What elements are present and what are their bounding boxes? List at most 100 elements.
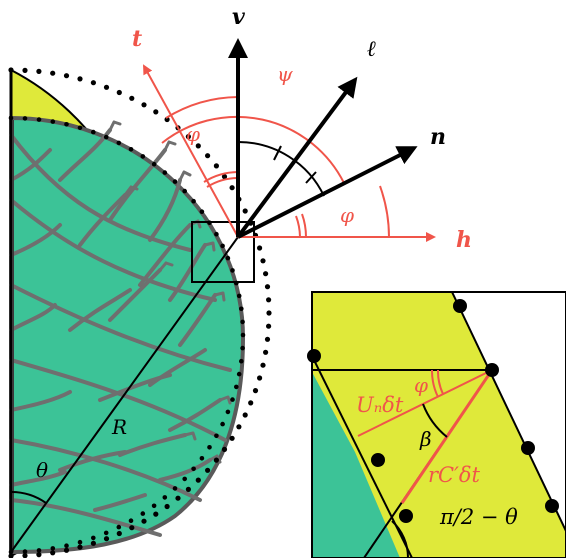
outer-front-nodes [8,67,272,558]
inner-front-node [116,140,122,146]
inner-front-node [230,268,235,273]
outer-front-node [205,467,211,473]
outer-front-node [260,258,266,264]
inner-front-node [64,543,69,548]
inner-front-node [240,332,246,338]
outer-front-node [77,544,83,550]
outer-front-node [213,457,219,463]
inner-front-node [182,188,187,194]
outer-front-node [36,68,42,74]
psi-arc [161,115,345,184]
outer-front-node [164,116,170,123]
inner-front-node [162,170,168,175]
inset-beta-label: β [419,427,432,451]
outer-front-node [266,297,272,303]
n-vector [237,146,418,239]
inset-front-node [485,363,499,377]
inner-front-node [116,524,122,530]
inner-front-node [151,161,157,167]
outer-front-node [221,174,228,180]
outer-front-node [50,550,56,556]
inset-front-node [545,499,559,513]
inner-front-node [191,466,196,472]
psi-label: ψ [277,62,293,86]
outer-front-node [263,271,269,277]
inner-front-node [140,511,146,516]
inner-front-node [103,530,109,536]
ell-angle-arc [237,140,325,197]
outer-front-node [205,153,211,159]
phi-arc-right [379,185,390,238]
outer-front-node [90,540,96,546]
outer-front-node [229,185,235,191]
inner-front-node [151,503,157,509]
inner-front-node [230,397,235,402]
outer-front-node [116,89,122,96]
v-label: v [232,4,245,30]
zoom-connector [254,282,312,292]
outer-front-node [175,495,181,501]
inset-front-node [371,453,385,467]
outer-front-node [129,525,135,531]
inset-beta-arc [422,403,448,438]
inset-front-node [307,349,321,363]
inset-zoom: Uₙδt φ β rC′δt π/2 − θ [307,291,566,558]
inner-front-node [128,147,134,152]
outer-front-node [50,70,56,76]
inner-front-node [182,476,187,482]
inset-rc-label: rC′δt [428,463,481,487]
outer-front-node [77,76,83,82]
outer-front-node [141,518,147,524]
tree-branches [9,128,232,537]
inner-front-node [128,518,134,523]
phi-arc-right-double2 [295,215,301,238]
inner-front-node [91,535,96,541]
radius-line [10,236,239,553]
inset-phi-label: φ [414,373,428,397]
inner-front-node [240,345,245,351]
phi-arc-left-double1 [203,171,239,183]
outer-front-node [252,388,259,394]
ell-label: ℓ [367,36,376,62]
outer-front-node [8,553,14,558]
outer-front-node [248,400,254,406]
inner-front-node [240,319,245,325]
outer-front-node [164,503,170,510]
inner-front-node [36,117,42,122]
outer-front-node [103,536,110,542]
outer-front-node [185,134,191,140]
inner-front-node [8,115,14,121]
inner-front-node [162,495,168,500]
inner-front-node [91,129,96,135]
inner-front-node [239,358,244,364]
ell-vector [236,76,358,239]
inset-front-node [453,299,467,313]
outer-front-node [263,349,269,355]
phi-left-label: φ [186,122,200,146]
outer-front-node [229,435,235,441]
inset-pi-theta-arc [391,520,410,558]
inner-front-node [214,433,219,439]
inner-front-node [199,456,205,461]
outer-front-node [90,80,96,86]
outer-front-node [129,95,135,101]
outer-front-node [266,310,272,316]
outer-front-node [195,143,201,149]
inner-front-node [22,549,28,554]
inner-front-node [199,209,205,214]
outer-front-node [264,336,271,342]
outer-front-node [221,446,228,452]
inner-front-nodes [8,115,246,555]
outer-front-node [257,245,263,251]
outer-front-node [103,84,110,90]
inset-front-nodes [307,299,559,523]
inner-front-node [77,125,83,131]
inset-front-node [399,509,413,523]
inset-teal-region [312,372,400,558]
theta-arc [10,490,47,504]
inset-front-node [521,441,535,455]
outer-front-node [264,284,271,290]
outer-front-node [236,424,242,430]
inner-front-node [214,231,219,237]
